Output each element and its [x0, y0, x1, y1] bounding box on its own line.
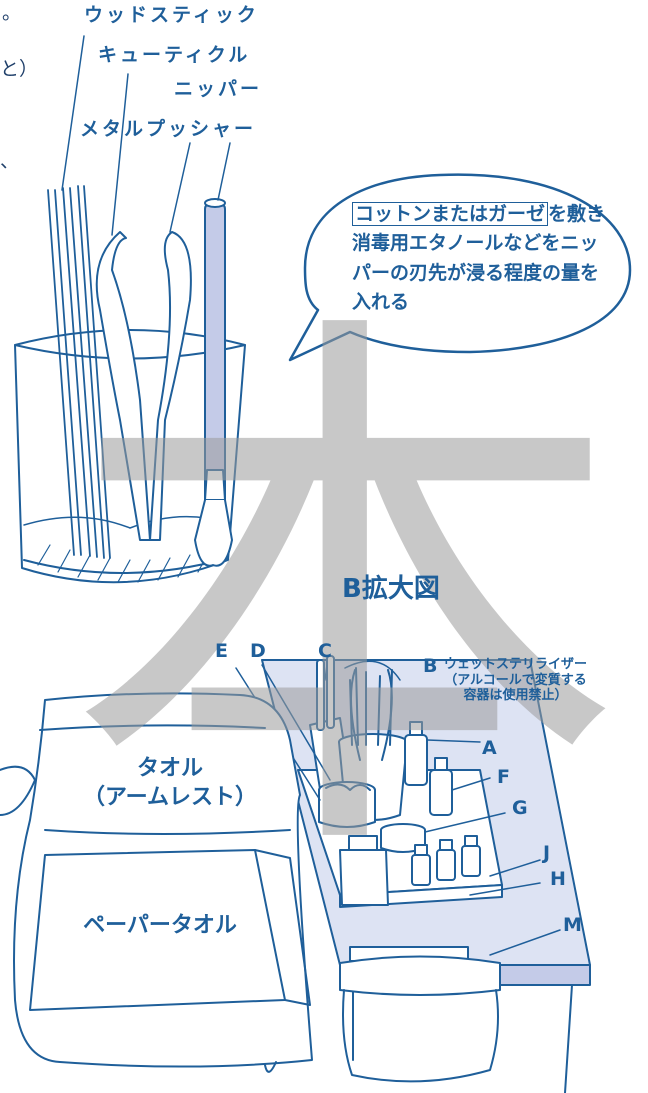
speech-bubble	[288, 173, 632, 362]
trash-can	[339, 946, 501, 1083]
speech-bubble-rest-text: を敷き消毒用エタノールなどをニッパーの刃先が浸る程度の量を入れる	[352, 203, 606, 314]
sterilizer-note-line2: （アルコールで変質する	[444, 672, 587, 688]
label-part-f: F	[497, 766, 510, 788]
label-wood-stick: ウッドスティック	[84, 4, 259, 26]
paper-towel-label: ペーパータオル	[83, 913, 237, 938]
label-part-c: C	[318, 640, 332, 662]
watermark: 本	[65, 271, 625, 923]
sterilizer-note: ウェットステリライザー （アルコールで変質する 容器は使用禁止）	[444, 657, 587, 704]
label-part-b: B	[423, 655, 438, 677]
towel-label-line1: タオル	[136, 756, 203, 781]
speech-bubble-boxed-text: コットンまたはガーゼ	[352, 202, 549, 226]
label-cuticle-nipper-2: ニッパー	[174, 78, 263, 100]
edge-fragment-3: 、	[0, 150, 20, 172]
label-part-d: D	[250, 640, 266, 662]
sterilizer-note-line1: ウェットステリライザー	[444, 657, 588, 672]
enlarged-view-title: B拡大図	[342, 574, 440, 604]
bottles	[404, 721, 481, 886]
label-part-e: E	[215, 640, 228, 662]
wood-sticks	[47, 185, 111, 559]
speech-bubble-text: コットンまたはガーゼを敷き消毒用エタノールなどをニッパーの刃先が浸る程度の量を入…	[352, 200, 612, 318]
sterilizer-note-line3: 容器は使用禁止）	[463, 688, 568, 704]
cuticle-nipper	[95, 231, 192, 541]
tool-leader-lines	[61, 35, 231, 236]
towel-label: タオル （アームレスト）	[60, 755, 280, 812]
towel-label-line2: （アームレスト）	[82, 784, 258, 810]
finger-bowl	[0, 765, 36, 816]
label-part-h: H	[550, 868, 566, 890]
metal-pusher	[194, 198, 233, 567]
edge-fragment-1: 。	[2, 2, 22, 24]
label-part-j: J	[543, 842, 551, 864]
label-part-a: A	[482, 737, 497, 759]
label-part-m: M	[563, 914, 582, 936]
label-part-g: G	[512, 797, 528, 819]
label-cuticle-nipper-1: キューティクル	[98, 44, 251, 66]
label-metal-pusher: メタルプッシャー	[80, 118, 257, 140]
edge-fragment-2: と）	[0, 58, 39, 80]
